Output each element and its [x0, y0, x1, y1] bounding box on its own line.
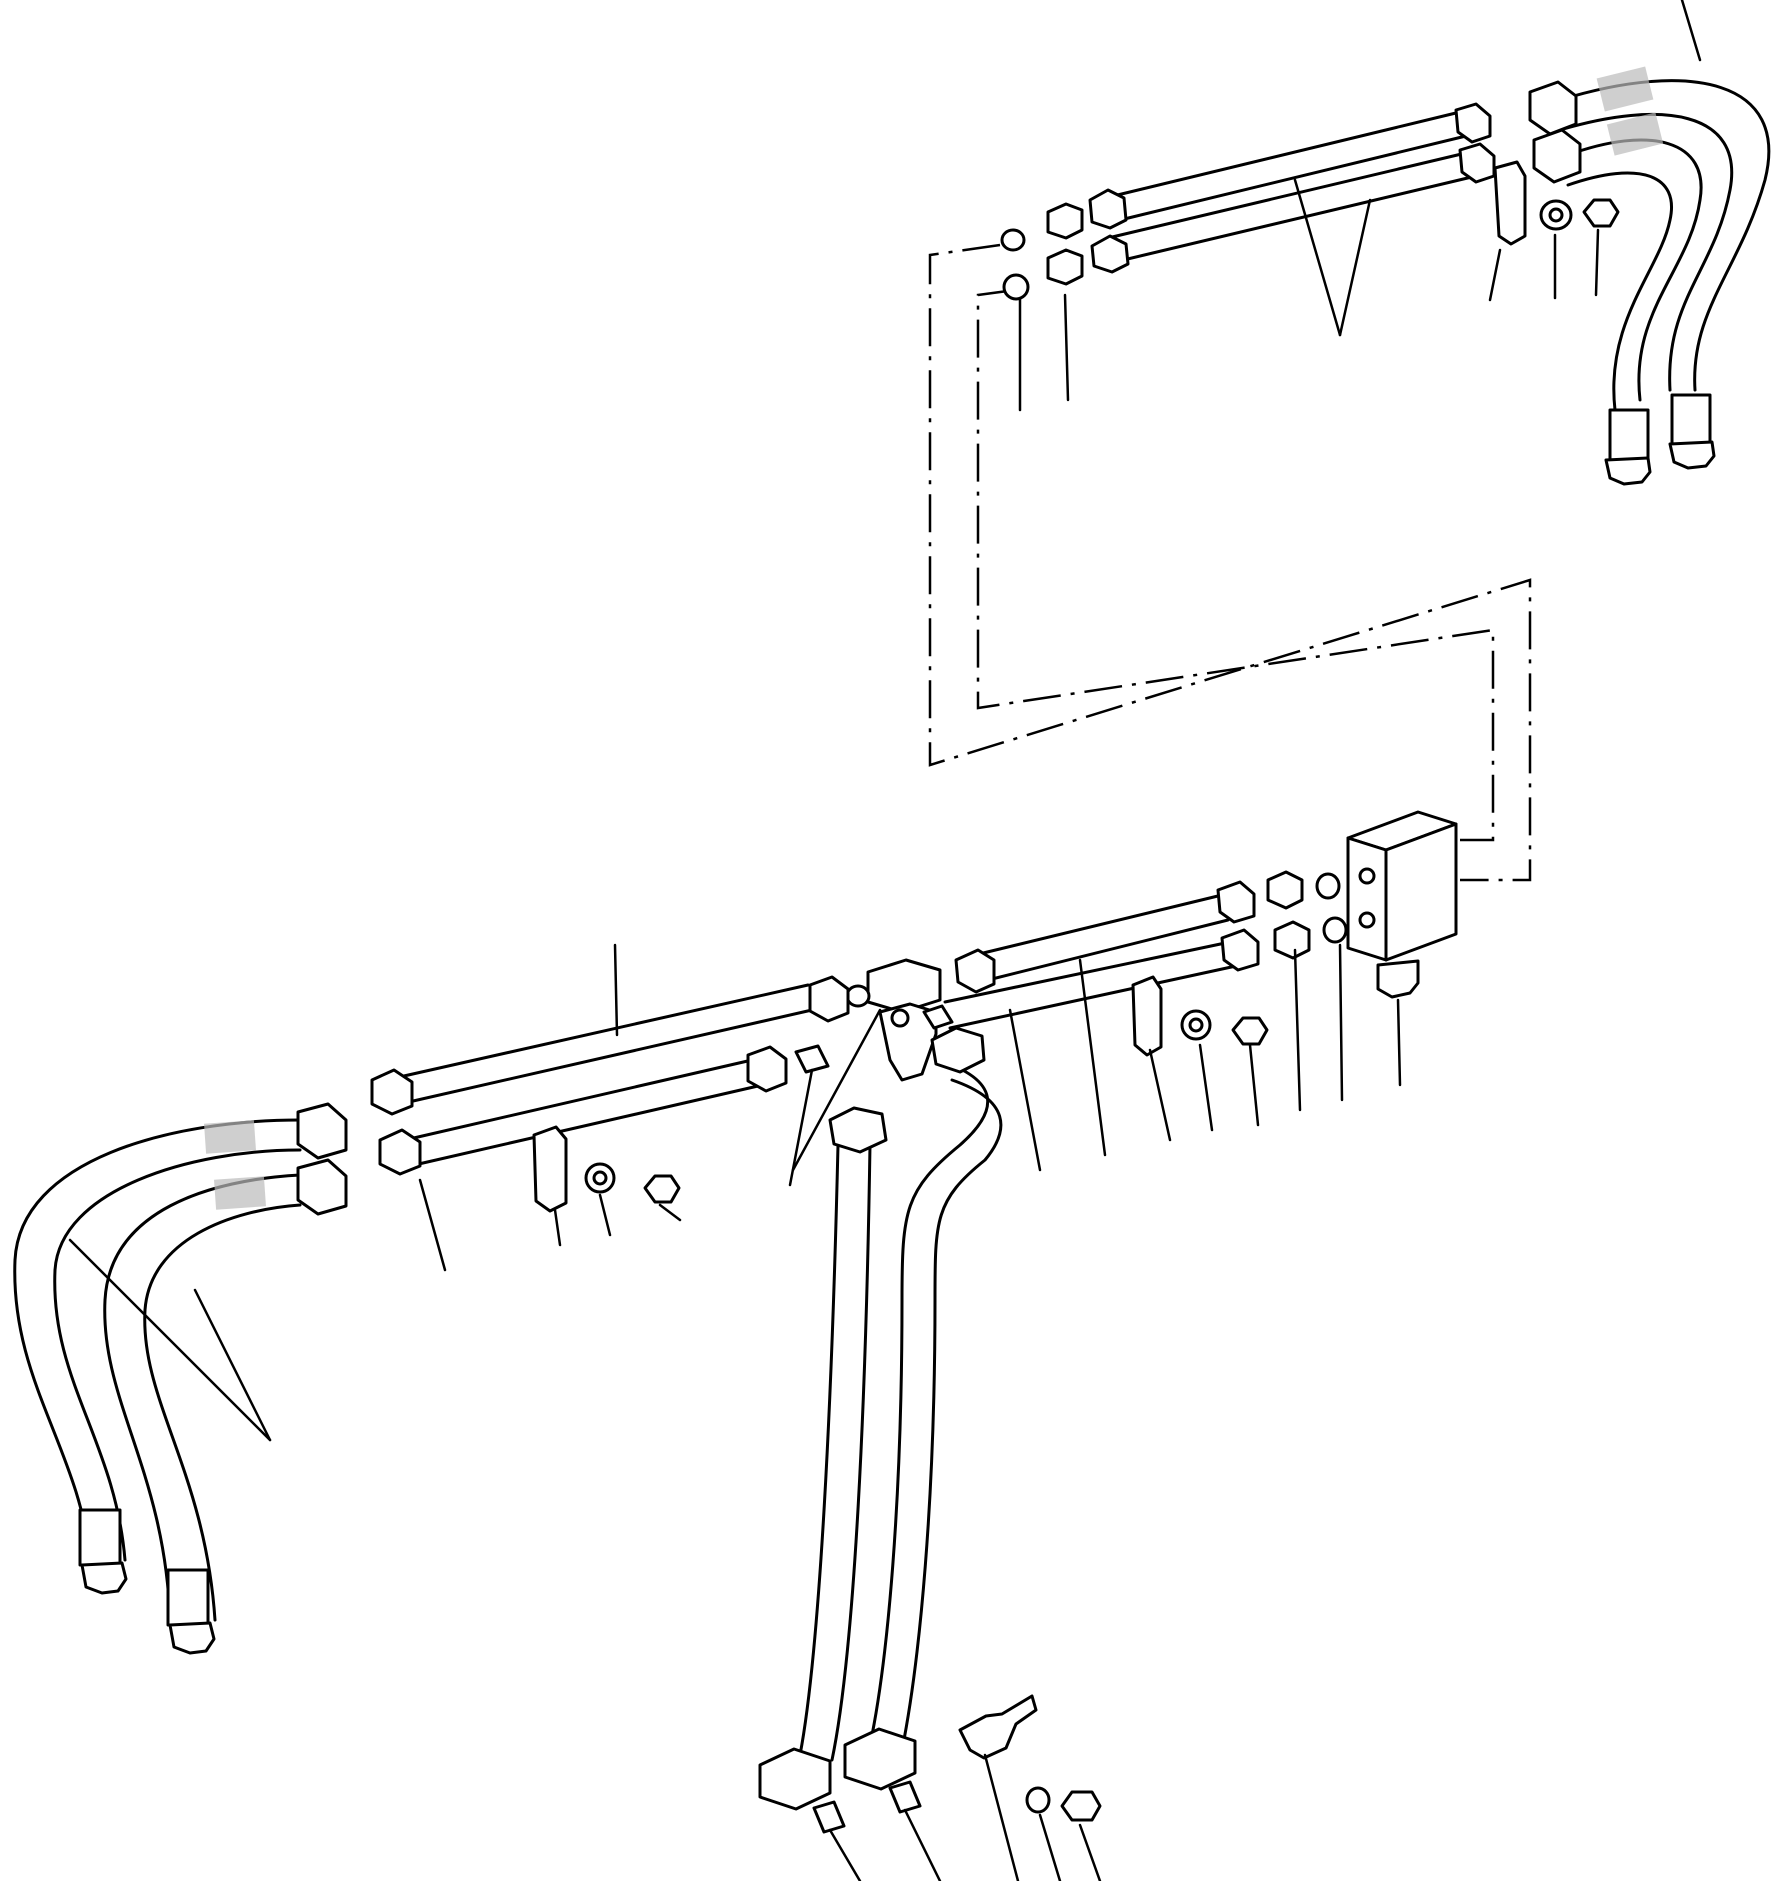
- left-hex-nut: [643, 1174, 681, 1204]
- lower-pipe-nut-c: [1220, 928, 1260, 972]
- upper-hex-nut: [1582, 198, 1620, 228]
- left-pipe-nut-d: [746, 1045, 788, 1093]
- upper-clamp: [1493, 160, 1527, 246]
- vertical-pipe-nut-b: [930, 1026, 986, 1074]
- upper-hose-ferrule-b: [1670, 393, 1712, 447]
- vertical-block-a: [758, 1747, 832, 1811]
- left-hose-pair: [13, 1102, 348, 1655]
- upper-hose-pair: [1528, 66, 1771, 486]
- lower-hex-nut: [1231, 1016, 1269, 1046]
- tee-fitting: [794, 958, 954, 1082]
- left-hose-nut-b: [296, 1158, 348, 1216]
- block-o-ring-a: [1315, 872, 1341, 900]
- upper-hose-ferrule-a: [1608, 408, 1650, 462]
- lower-pipe-nut-a: [954, 948, 996, 994]
- lower-union-b: [1273, 920, 1311, 960]
- left-clamp: [532, 1125, 568, 1213]
- leader-lines: [68, 0, 1702, 1881]
- vertical-hex-nut: [1060, 1790, 1102, 1822]
- upper-pipe-nut-right-b: [1458, 142, 1496, 184]
- phantom-routing-lines: [928, 243, 1532, 882]
- upper-union-b: [1046, 248, 1084, 286]
- tee-nipple-right: [922, 1004, 954, 1030]
- upper-hose-nut-b: [1532, 128, 1582, 184]
- lower-union-a: [1266, 870, 1304, 910]
- block-o-ring-b: [1322, 916, 1348, 944]
- vertical-pipe-nut-a: [828, 1106, 888, 1154]
- upper-pipe-nut-left-b: [1090, 234, 1130, 274]
- lower-pipe-nut-b: [1216, 880, 1256, 924]
- lower-pipe-pair: [943, 870, 1311, 1057]
- vertical-block-b: [843, 1727, 917, 1791]
- left-hose-ferrule-a: [78, 1508, 122, 1567]
- tee-nipple-left: [794, 1044, 830, 1074]
- block-valve: [1315, 810, 1458, 999]
- left-pipe-pair: [370, 975, 850, 1213]
- left-hose-nut-a: [296, 1102, 348, 1160]
- left-pipe-nut-b: [378, 1128, 422, 1176]
- upper-pipe-nut-right-a: [1454, 102, 1492, 144]
- block-valve-plug: [1376, 959, 1420, 999]
- upper-hose-nut-a: [1528, 80, 1578, 136]
- vertical-washer: [1025, 1786, 1051, 1814]
- upper-union-a: [1046, 202, 1084, 240]
- upper-o-ring-a: [1000, 228, 1026, 252]
- left-pipe-nut-c: [808, 975, 850, 1023]
- left-pipe-nut-a: [370, 1068, 414, 1116]
- left-hose-ferrule-b: [166, 1568, 210, 1627]
- vertical-pipe-pair: [758, 1026, 1102, 1834]
- upper-pipe-nut-left-a: [1088, 188, 1128, 230]
- upper-o-ring-b: [1002, 273, 1030, 301]
- upper-pipe-pair: [1000, 102, 1620, 301]
- vertical-clamp: [958, 1694, 1038, 1760]
- lower-clamp: [1131, 975, 1163, 1057]
